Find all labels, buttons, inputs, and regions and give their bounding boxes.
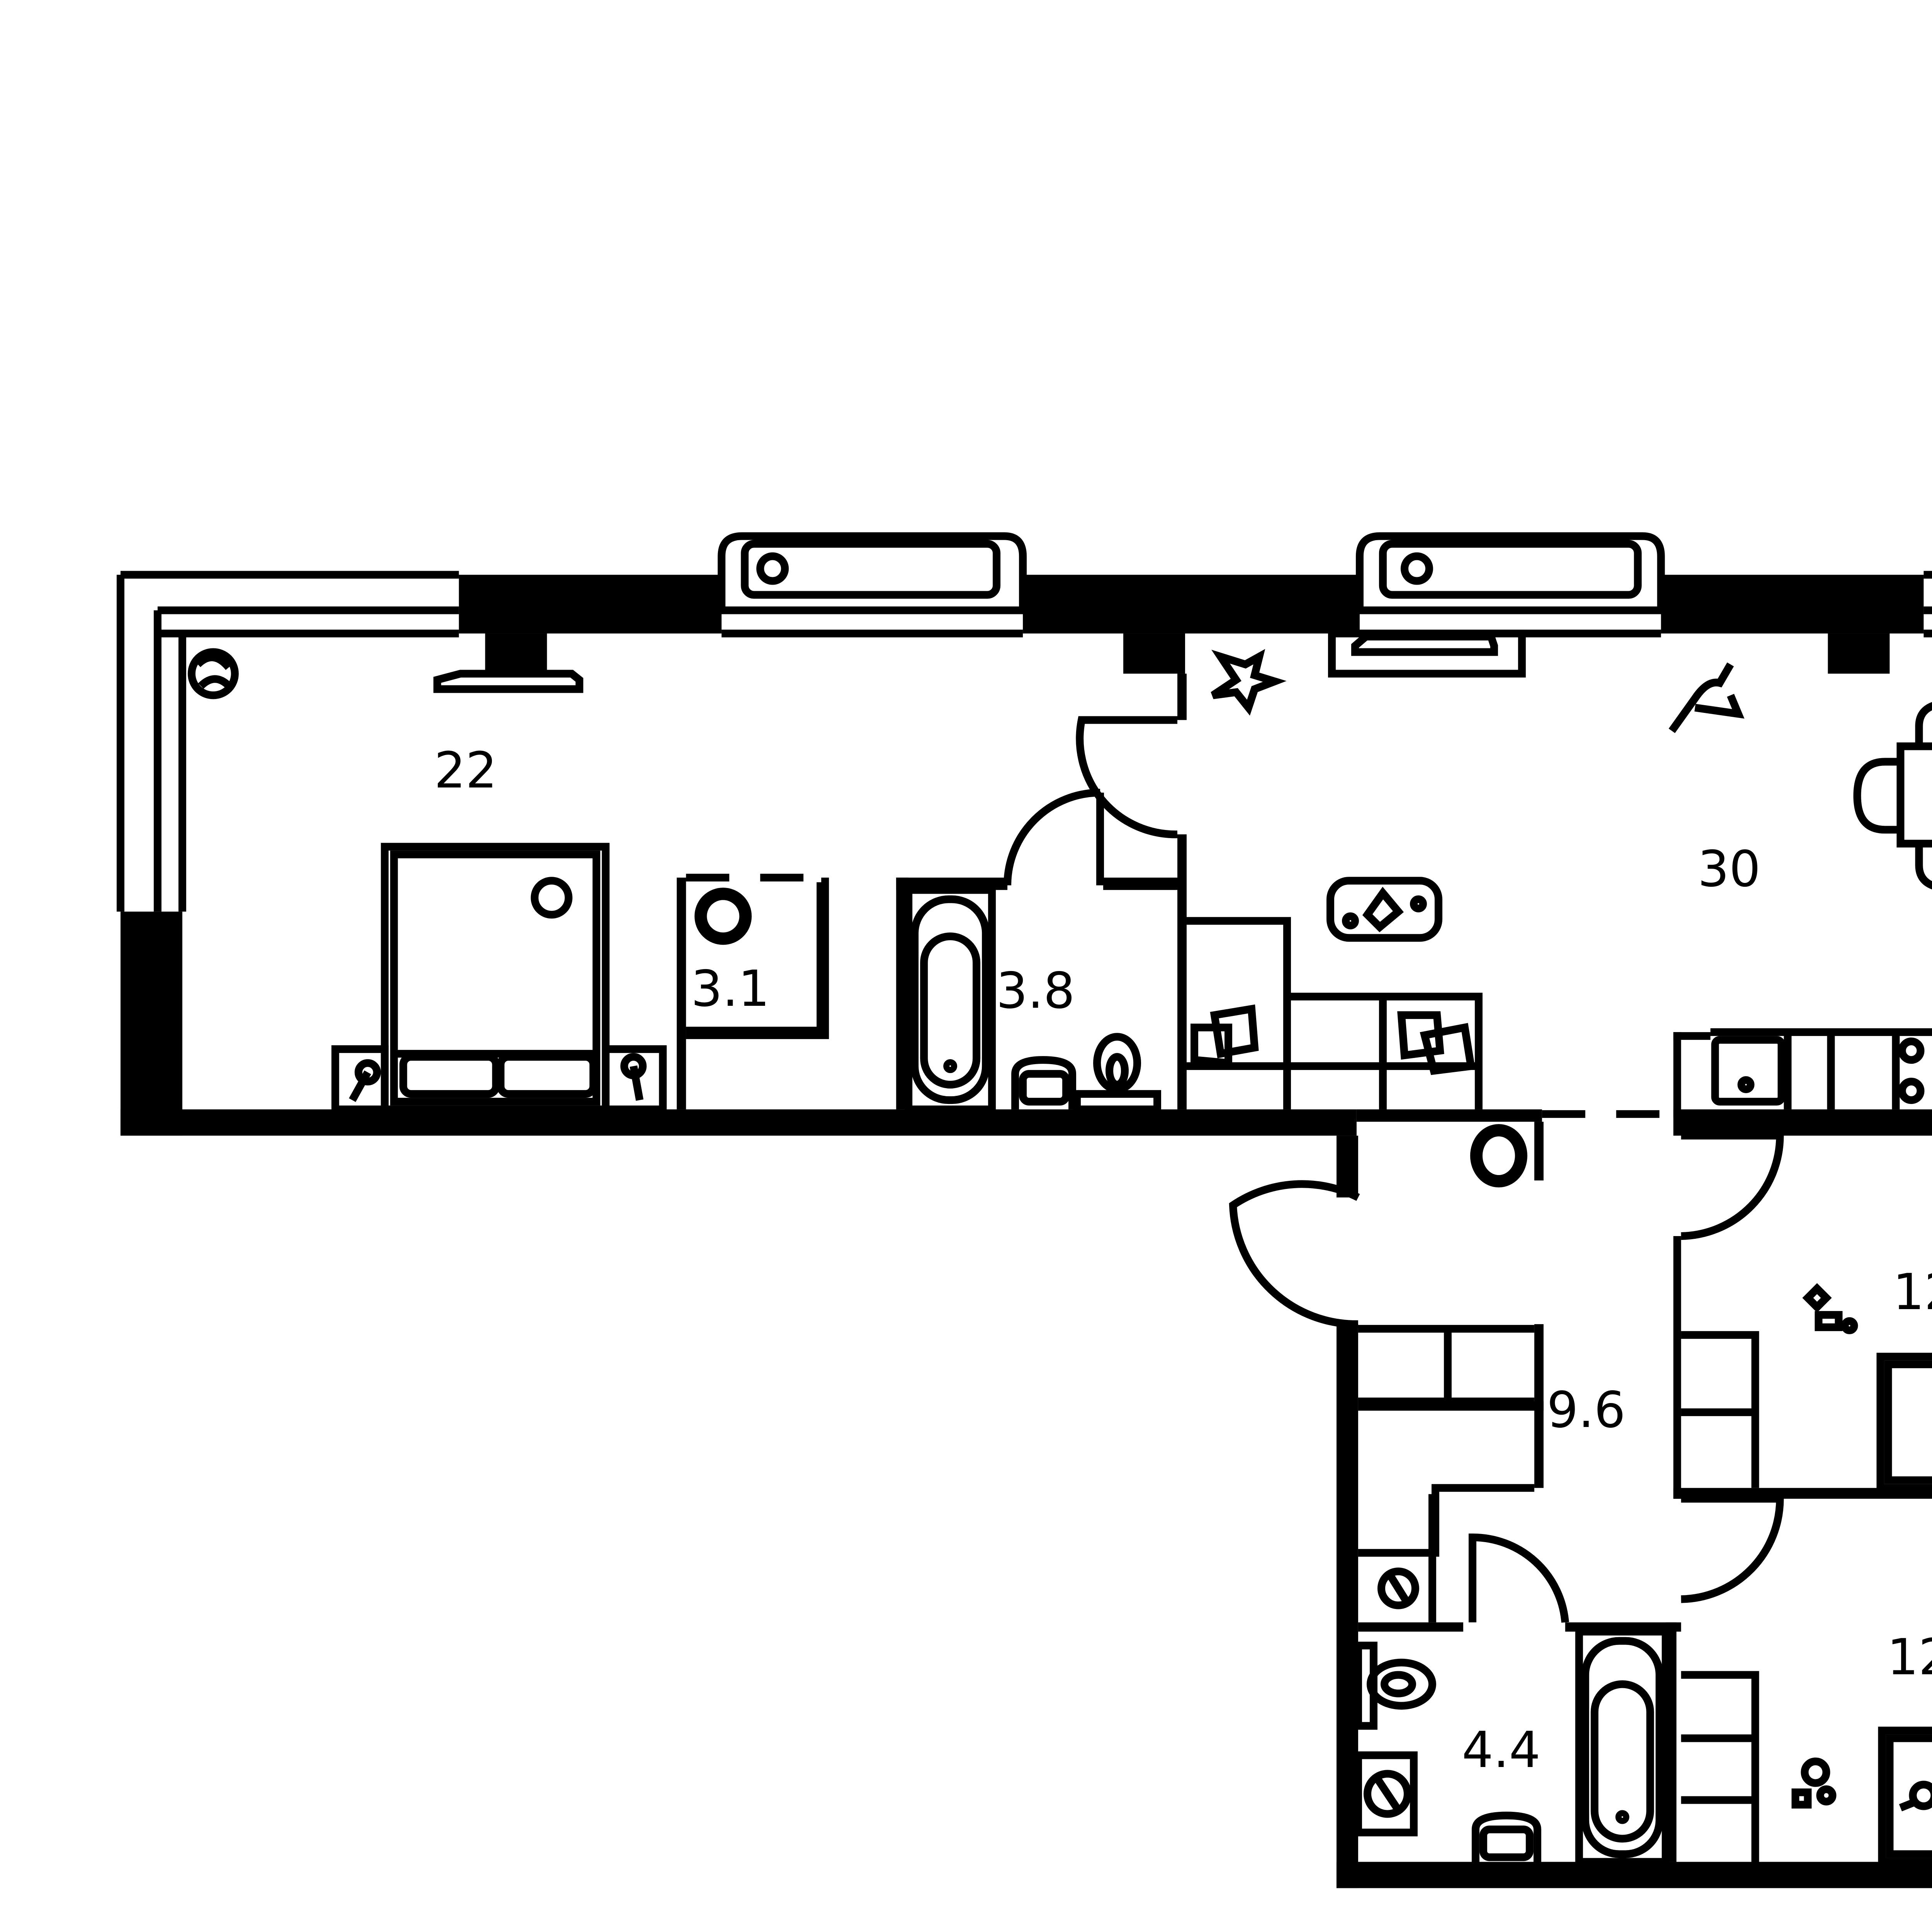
nightstand-lamp-icon [602, 1045, 667, 1114]
washing-machine-icon [1470, 1124, 1527, 1188]
sink-icon [1011, 1056, 1077, 1110]
room-area-bathroom-1: 3.8 [996, 962, 1075, 1020]
plant-icon [1211, 649, 1287, 716]
room-area-bedroom-3: 12 [1887, 1629, 1932, 1686]
chair-icon [1853, 702, 1932, 889]
dining-table-icon [1896, 742, 1932, 848]
window-frames [116, 571, 1932, 912]
nightstand-lamp-icon [331, 1045, 389, 1114]
room-area-living-kitchen: 30 [1697, 840, 1761, 898]
wardrobe-icon [1358, 1325, 1534, 1405]
stove-icon [1898, 1037, 1925, 1104]
bathtub-icon [1575, 1628, 1670, 1866]
double-bed-icon [381, 843, 610, 1114]
dog-icon [1668, 662, 1745, 733]
toilet-icon [1354, 1641, 1436, 1730]
electric-panel-icon [1354, 1751, 1418, 1837]
toys-icon [1802, 1283, 1858, 1334]
kitchen-counter [1710, 1028, 1932, 1110]
wardrobe-icon [1681, 1671, 1759, 1862]
air-conditioner-icon [1355, 532, 1665, 614]
tv-icon [1328, 629, 1526, 678]
room-area-master-bedroom: 22 [434, 742, 497, 799]
toilet-icon [1073, 1033, 1162, 1114]
cushion-icon [1397, 1011, 1476, 1075]
wardrobe-icon [686, 878, 829, 1039]
tv-icon [433, 633, 583, 693]
wardrobe-icon [1681, 1331, 1759, 1488]
walls [120, 575, 1932, 1888]
bathtub-icon [905, 886, 996, 1114]
doors [686, 716, 1784, 1623]
cat-icon [531, 877, 573, 919]
room-area-bedroom-2: 12 [1893, 1264, 1932, 1321]
single-bed-icon [1876, 1352, 1932, 1492]
plant-icon [187, 648, 239, 699]
washing-machine-icon [694, 888, 752, 945]
sink-icon [1471, 1811, 1541, 1862]
cushion-icon [1190, 1004, 1259, 1068]
sofa-icon [1187, 917, 1483, 1110]
air-conditioner-icon [718, 532, 1027, 614]
toys-icon [1791, 1757, 1837, 1809]
kitchen-sink-icon [1711, 1036, 1786, 1106]
room-area-bathroom-2: 4.4 [1462, 1721, 1541, 1779]
electric-panel-icon [1358, 1484, 1534, 1622]
single-bed-icon [1878, 1726, 1932, 1866]
room-area-wardrobe: 3.1 [691, 960, 770, 1018]
room-area-hallway: 9.6 [1547, 1381, 1626, 1439]
coffee-table-icon [1326, 877, 1442, 942]
teddy-bear-icon [1899, 1781, 1932, 1811]
